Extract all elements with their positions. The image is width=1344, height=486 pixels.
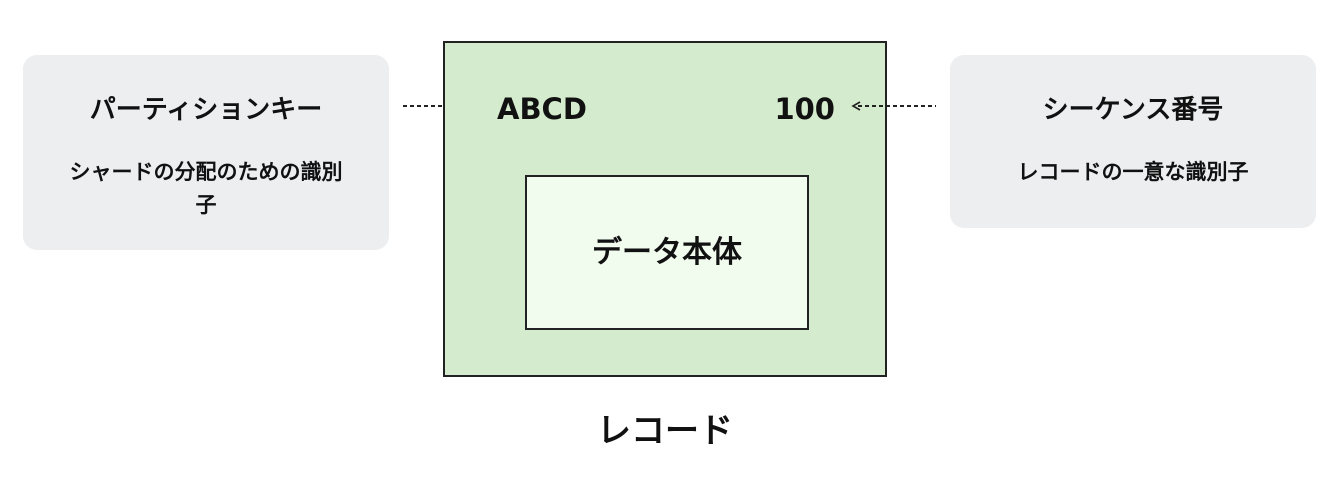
sequence-number-arrow	[851, 101, 936, 111]
record-label: レコード	[597, 411, 733, 451]
partition-key-description: シャードの分配のための識別子	[69, 160, 343, 217]
data-body-box: データ本体	[525, 175, 809, 330]
sequence-number-description: レコードの一意な識別子	[1017, 160, 1249, 184]
partition-key-value: ABCD	[497, 92, 587, 126]
partition-key-title: パーティションキー	[89, 95, 323, 125]
record-box: ABCD 100 データ本体	[443, 41, 887, 377]
data-body-label: データ本体	[592, 235, 742, 270]
sequence-number-box: シーケンス番号 レコードの一意な識別子	[950, 55, 1316, 228]
sequence-number-title: シーケンス番号	[1042, 95, 1224, 125]
sequence-number-value: 100	[774, 92, 835, 126]
partition-key-box: パーティションキー シャードの分配のための識別子	[23, 55, 389, 250]
